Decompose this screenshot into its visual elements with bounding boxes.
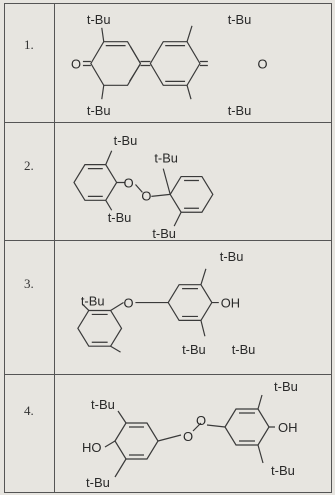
row-number-cell: 4. <box>5 375 55 492</box>
t-bu-label: t-Bu <box>91 397 115 412</box>
ring-bonds <box>224 408 270 446</box>
oxygen-label: O <box>124 175 134 190</box>
ring-bonds <box>105 45 141 82</box>
ring-bonds <box>73 164 118 201</box>
ring-bonds <box>90 41 142 86</box>
carbonyl-bond <box>82 60 208 67</box>
row-number: 2. <box>24 158 34 173</box>
table-row: 3. t-Bu t-Bu O OH <box>5 241 331 375</box>
row-number: 4. <box>24 403 34 418</box>
t-bu-label: t-Bu <box>274 379 298 394</box>
t-bu-label: t-Bu <box>87 12 111 27</box>
t-bu-label: t-Bu <box>232 342 256 357</box>
t-bu-label: t-Bu <box>220 249 244 264</box>
row-number-cell: 2. <box>5 123 55 240</box>
oxygen-label: O <box>196 413 206 428</box>
central-double-bond <box>140 60 151 67</box>
substituent-bonds <box>105 150 182 227</box>
hydroxyl-label: HO <box>82 440 102 455</box>
row-number: 3. <box>24 276 34 291</box>
t-bu-label: t-Bu <box>154 151 178 166</box>
ring-bonds <box>77 309 123 347</box>
ring-bonds <box>239 412 255 442</box>
peroxide-bonds <box>116 181 171 197</box>
ring-bonds <box>114 422 159 460</box>
t-bu-label: t-Bu <box>228 103 252 118</box>
t-bu-label: t-Bu <box>228 12 252 27</box>
hydroxyl-label: OH <box>221 296 240 311</box>
structure-cell: t-Bu t-Bu t-Bu t-Bu O O <box>55 4 331 122</box>
ring-bonds <box>167 284 213 321</box>
ring-bonds <box>165 45 186 82</box>
t-bu-label: t-Bu <box>114 133 138 148</box>
structure-cell: t-Bu t-Bu HO O O OH t-Bu t-Bu <box>55 375 331 492</box>
t-bu-label: t-Bu <box>152 226 176 240</box>
ring-bonds <box>149 41 201 86</box>
table-row: 2. t-Bu t-Bu O O <box>5 123 331 241</box>
substituent-bonds <box>104 394 275 478</box>
ring-bonds <box>184 179 199 209</box>
substituent-bonds <box>82 268 219 353</box>
ring-bonds <box>182 288 198 318</box>
oxygen-label: O <box>183 429 193 444</box>
oxygen-label: O <box>141 188 151 203</box>
structure-4: t-Bu t-Bu HO O O OH t-Bu t-Bu <box>82 379 298 490</box>
structure-cell: t-Bu t-Bu O OH t-Bu t-Bu <box>55 241 331 374</box>
t-bu-label: t-Bu <box>271 463 295 478</box>
ether-bonds <box>110 301 169 311</box>
ring-bonds <box>91 313 108 343</box>
structure-1: t-Bu t-Bu t-Bu t-Bu O O <box>71 12 267 118</box>
oxygen-label: O <box>71 56 81 71</box>
table-row: 1. t-Bu t-Bu t- <box>5 4 331 123</box>
ring-bonds <box>129 426 144 456</box>
structure-2: t-Bu t-Bu O O t-Bu t-Bu <box>73 133 214 240</box>
t-bu-label: t-Bu <box>87 103 111 118</box>
substituent-bonds <box>101 25 193 100</box>
structure-3: t-Bu t-Bu O OH t-Bu t-Bu <box>77 249 256 357</box>
row-number-cell: 3. <box>5 241 55 374</box>
peroxide-bonds <box>157 422 226 442</box>
t-bu-label: t-Bu <box>182 342 206 357</box>
oxygen-label: O <box>257 56 267 71</box>
t-bu-label: t-Bu <box>86 475 110 490</box>
t-bu-label: t-Bu <box>108 210 132 225</box>
t-bu-label: t-Bu <box>81 294 105 309</box>
ring-bonds <box>169 175 214 213</box>
ring-bonds <box>87 168 103 197</box>
structure-cell: t-Bu t-Bu O O t-Bu t-Bu <box>55 123 331 240</box>
oxygen-label: O <box>124 296 134 311</box>
row-number: 1. <box>24 37 34 52</box>
table-row: 4. t-Bu t-Bu HO O <box>5 375 331 492</box>
hydroxyl-label: OH <box>278 420 298 435</box>
row-number-cell: 1. <box>5 4 55 122</box>
compounds-table: 1. t-Bu t-Bu t- <box>4 3 332 493</box>
